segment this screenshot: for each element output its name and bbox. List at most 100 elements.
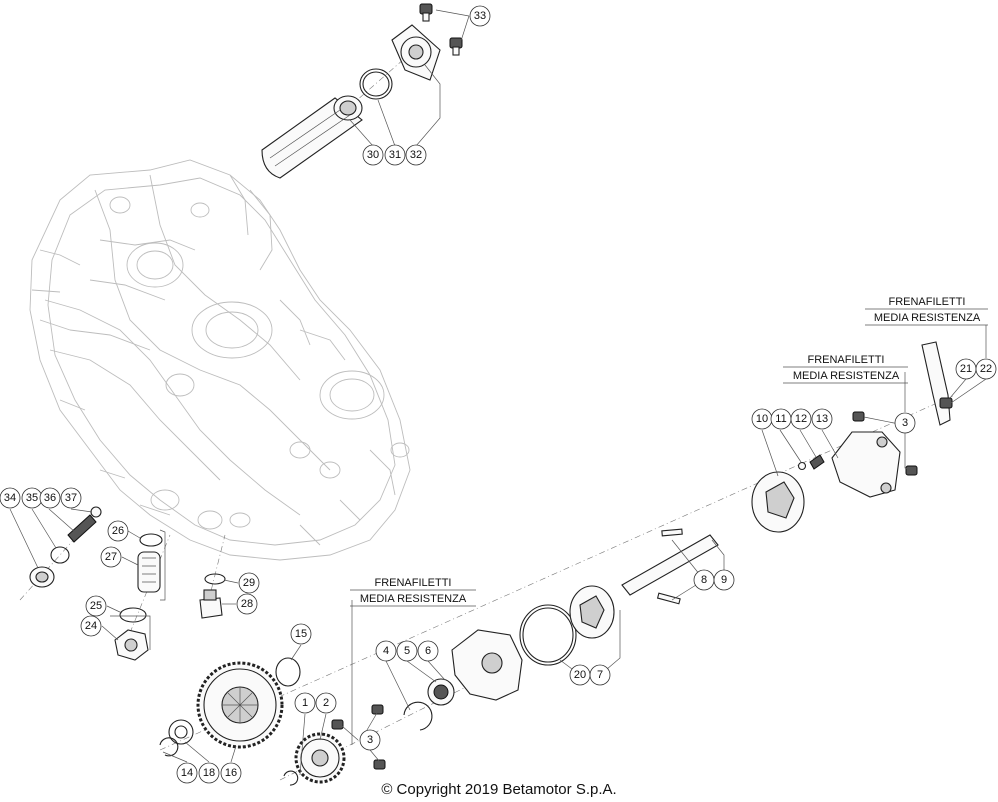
check-spring [809,454,825,470]
gear-washer [168,719,194,745]
scavenge-pump-cover [831,431,901,498]
callout-26: 26 [107,520,129,542]
oil-filter-cartridge [261,95,363,179]
callout-36: 36 [39,487,61,509]
callout-10: 10 [751,408,773,430]
large-drive-gear [196,661,284,749]
callout-27: 27 [100,546,122,568]
svg-text:14: 14 [181,767,193,779]
svg-text:21: 21 [960,363,972,375]
callout-33: 33 [469,5,491,27]
filter-o-ring [359,68,393,100]
callout-6: 6 [417,640,439,662]
svg-text:4: 4 [383,645,389,657]
svg-text:35: 35 [26,492,38,504]
svg-text:20: 20 [574,669,586,681]
scavenge-screw-bottom [905,465,918,476]
svg-text:3: 3 [902,417,908,429]
threadlocker-note-lower: FRENAFILETTI MEDIA RESISTENZA [350,577,476,607]
svg-text:24: 24 [85,620,97,632]
note-line1: FRENAFILETTI [807,354,884,366]
callout-2: 2 [315,692,337,714]
callout-9: 9 [713,569,735,591]
svg-text:30: 30 [367,149,379,161]
small-drive-gear [283,732,346,786]
circlip [403,701,433,731]
callout-37: 37 [60,487,82,509]
pressure-relief-parts [29,506,102,588]
callout-28: 28 [236,593,258,615]
svg-text:25: 25 [90,600,102,612]
callout-12: 12 [790,408,812,430]
pump-o-ring [519,604,577,666]
oil-pump-cover [451,629,523,701]
svg-text:31: 31 [389,149,401,161]
svg-text:5: 5 [404,645,410,657]
svg-text:28: 28 [241,598,253,610]
note-line2: MEDIA RESISTENZA [793,370,900,382]
svg-text:26: 26 [112,525,124,537]
callout-14: 14 [176,762,198,784]
gear-washer-bore [174,725,188,739]
callout-29: 29 [238,572,260,594]
gear-circlip [159,737,179,757]
callout-3-upper: 3 [894,412,916,434]
svg-text:3: 3 [367,734,373,746]
callout-31: 31 [384,144,406,166]
svg-text:1: 1 [302,697,308,709]
callout-21: 21 [955,358,977,380]
svg-text:29: 29 [243,577,255,589]
callout-16: 16 [220,762,242,784]
callout-8: 8 [693,569,715,591]
svg-text:16: 16 [225,767,237,779]
threadlocker-note-upper-right: FRENAFILETTI MEDIA RESISTENZA [865,296,988,326]
filter-cover [391,24,441,81]
scavenge-rotor [751,471,805,533]
svg-text:37: 37 [65,492,77,504]
callout-4: 4 [375,640,397,662]
callout-1: 1 [294,692,316,714]
svg-text:33: 33 [474,10,486,22]
oil-strainer [137,533,163,593]
callout-25: 25 [85,595,107,617]
callout-34: 34 [0,487,21,509]
svg-text:15: 15 [295,628,307,640]
svg-text:27: 27 [105,551,117,563]
callout-30: 30 [362,144,384,166]
callout-18: 18 [198,762,220,784]
gear-o-ring [275,657,301,687]
svg-text:13: 13 [816,413,828,425]
pump-o-ring-inner [522,607,574,663]
callout-7: 7 [589,664,611,686]
svg-text:7: 7 [597,669,603,681]
check-ball [797,461,807,471]
callout-11: 11 [770,408,792,430]
callout-35: 35 [21,487,43,509]
drain-plug [114,607,149,661]
svg-text:22: 22 [980,363,992,375]
pump-shaft [621,528,719,605]
svg-text:12: 12 [795,413,807,425]
callout-22: 22 [975,358,997,380]
svg-text:18: 18 [203,767,215,779]
callout-32: 32 [405,144,427,166]
filter-cover-screws [419,3,463,56]
note-line1: FRENAFILETTI [888,296,965,308]
svg-text:36: 36 [44,492,56,504]
note-line2: MEDIA RESISTENZA [360,593,467,605]
pump-rotor [569,585,615,639]
svg-text:2: 2 [323,697,329,709]
svg-text:10: 10 [756,413,768,425]
note-line1: FRENAFILETTI [374,577,451,589]
callout-24: 24 [80,615,102,637]
pressure-sensor [199,573,226,619]
crankcase-outline [29,159,411,561]
callout-13: 13 [811,408,833,430]
svg-text:11: 11 [775,413,786,425]
callout-20: 20 [569,664,591,686]
threadlocker-note-middle-right: FRENAFILETTI MEDIA RESISTENZA [783,354,908,384]
svg-text:6: 6 [425,645,431,657]
scavenge-screw-top [852,411,865,422]
